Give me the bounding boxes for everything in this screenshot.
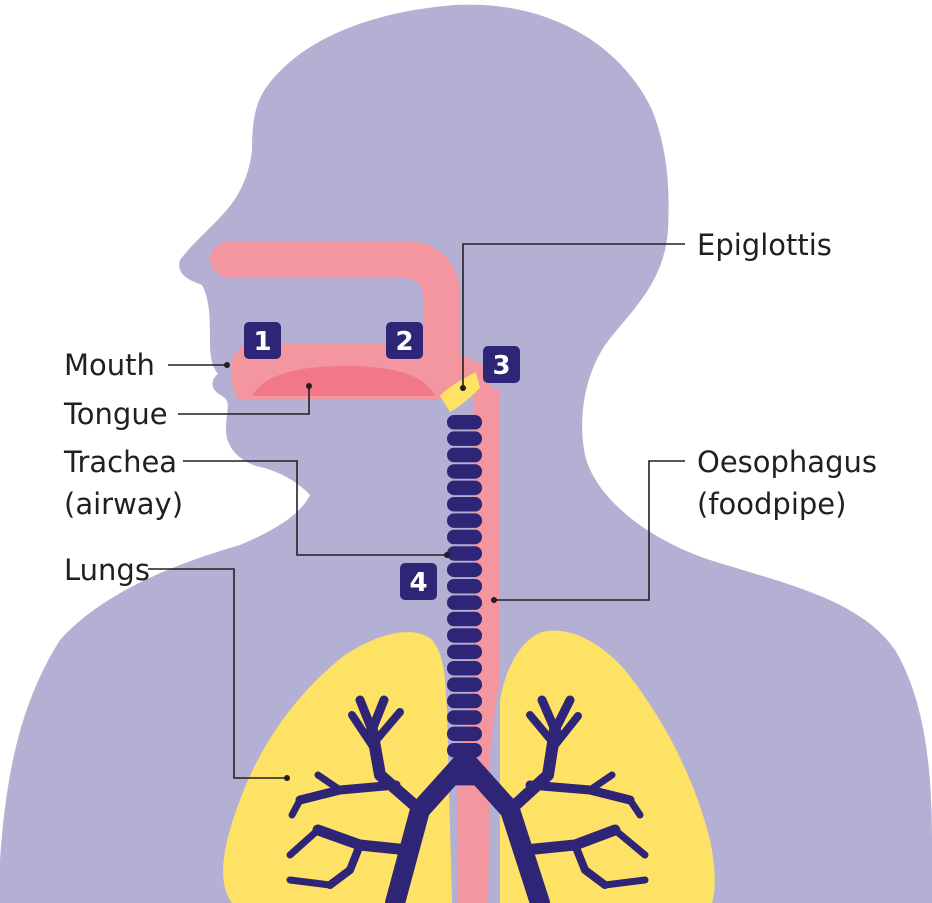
trachea-ring: [447, 431, 482, 446]
trachea-ring: [447, 677, 482, 692]
trachea-ring: [447, 727, 482, 742]
label-trachea-sub: (airway): [64, 487, 183, 521]
label-mouth: Mouth: [64, 348, 155, 382]
trachea-ring: [447, 481, 482, 496]
trachea-ring: [447, 563, 482, 578]
badge-1: 1: [244, 322, 281, 359]
trachea-ring: [447, 464, 482, 479]
badge-4: 4: [400, 563, 437, 600]
label-epiglottis: Epiglottis: [697, 228, 832, 262]
label-lungs: Lungs: [64, 553, 150, 587]
svg-text:4: 4: [409, 568, 427, 598]
trachea-ring: [447, 612, 482, 627]
trachea-ring: [447, 595, 482, 610]
trachea-ring: [447, 579, 482, 594]
trachea-ring: [447, 415, 482, 430]
badge-3: 3: [483, 346, 520, 383]
trachea-ring: [447, 694, 482, 709]
trachea-ring: [447, 530, 482, 545]
badge-2: 2: [386, 322, 423, 359]
label-oesophagus-sub: (foodpipe): [697, 487, 846, 521]
svg-text:1: 1: [253, 327, 271, 357]
label-tongue: Tongue: [63, 397, 168, 431]
trachea-ring: [447, 448, 482, 463]
trachea-ring: [447, 546, 482, 561]
trachea-ring: [447, 513, 482, 528]
svg-text:2: 2: [395, 327, 413, 357]
trachea-ring: [447, 497, 482, 512]
trachea-ring: [447, 661, 482, 676]
label-trachea: Trachea: [63, 445, 177, 479]
label-oesophagus: Oesophagus: [697, 445, 877, 479]
trachea-rings: [447, 415, 482, 785]
trachea-ring: [447, 628, 482, 643]
svg-text:3: 3: [492, 351, 510, 381]
trachea-ring: [447, 645, 482, 660]
trachea-ring: [447, 710, 482, 725]
